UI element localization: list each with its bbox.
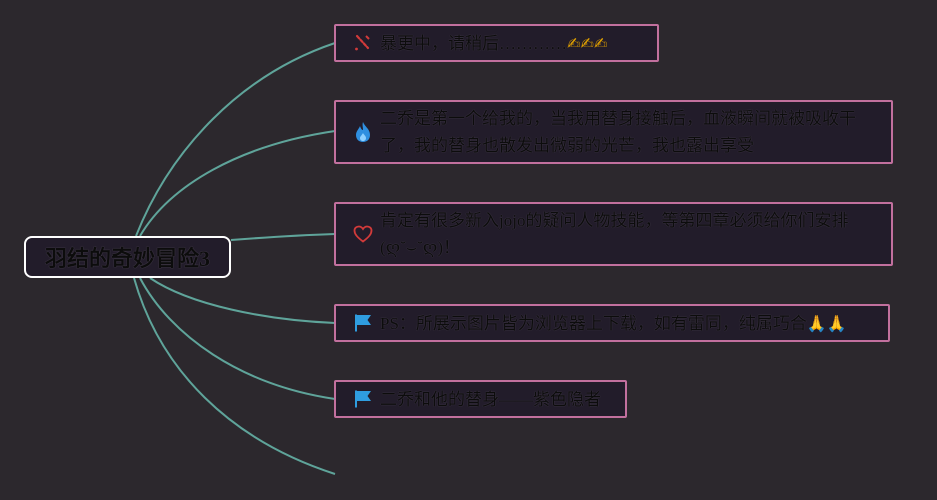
branch-link	[135, 42, 336, 237]
topic-text: 暴更中，请稍后…………✍✍✍	[380, 33, 608, 53]
branch-link	[230, 233, 336, 241]
fire-icon	[352, 121, 374, 143]
topic-node-1[interactable]: 暴更中，请稍后…………✍✍✍	[334, 24, 659, 62]
topic-node-3[interactable]: 肯定有很多新入jojo的疑问人物技能，等第四章必须给你们安排(ღ˘⌣˘ღ)！	[334, 202, 893, 266]
topic-text: 二乔是第一个给我的，当我用替身接触后，血液瞬间就被吸收干了，我的替身也散发出微弱…	[380, 109, 856, 155]
topic-node-4[interactable]: PS：所展示图片皆为浏览器上下载，如有雷同，纯属巧合🙏🙏	[334, 304, 890, 342]
branch-link	[149, 277, 336, 324]
branch-link	[133, 277, 336, 475]
topic-node-5[interactable]: 二乔和他的替身——紫色隐者	[334, 380, 627, 418]
writing-hand-emoji: ✍✍✍	[567, 33, 608, 53]
flag-icon	[352, 312, 374, 334]
topic-text: 二乔和他的替身——紫色隐者	[380, 389, 601, 409]
topic-text: PS：所展示图片皆为浏览器上下载，如有雷同，纯属巧合🙏🙏	[380, 313, 847, 333]
branch-link	[139, 277, 336, 400]
flag-icon	[352, 388, 374, 410]
root-topic-label: 羽结的奇妙冒险3	[44, 246, 210, 271]
praying-hands-emoji: 🙏🙏	[806, 313, 847, 333]
heart-icon	[352, 223, 374, 245]
branch-link	[139, 130, 336, 237]
root-topic[interactable]: 羽结的奇妙冒险3	[24, 236, 231, 278]
topic-text: 肯定有很多新入jojo的疑问人物技能，等第四章必须给你们安排(ღ˘⌣˘ღ)！	[380, 211, 849, 257]
topic-node-2[interactable]: 二乔是第一个给我的，当我用替身接触后，血液瞬间就被吸收干了，我的替身也散发出微弱…	[334, 100, 893, 164]
pen-brush-icon	[352, 32, 374, 54]
